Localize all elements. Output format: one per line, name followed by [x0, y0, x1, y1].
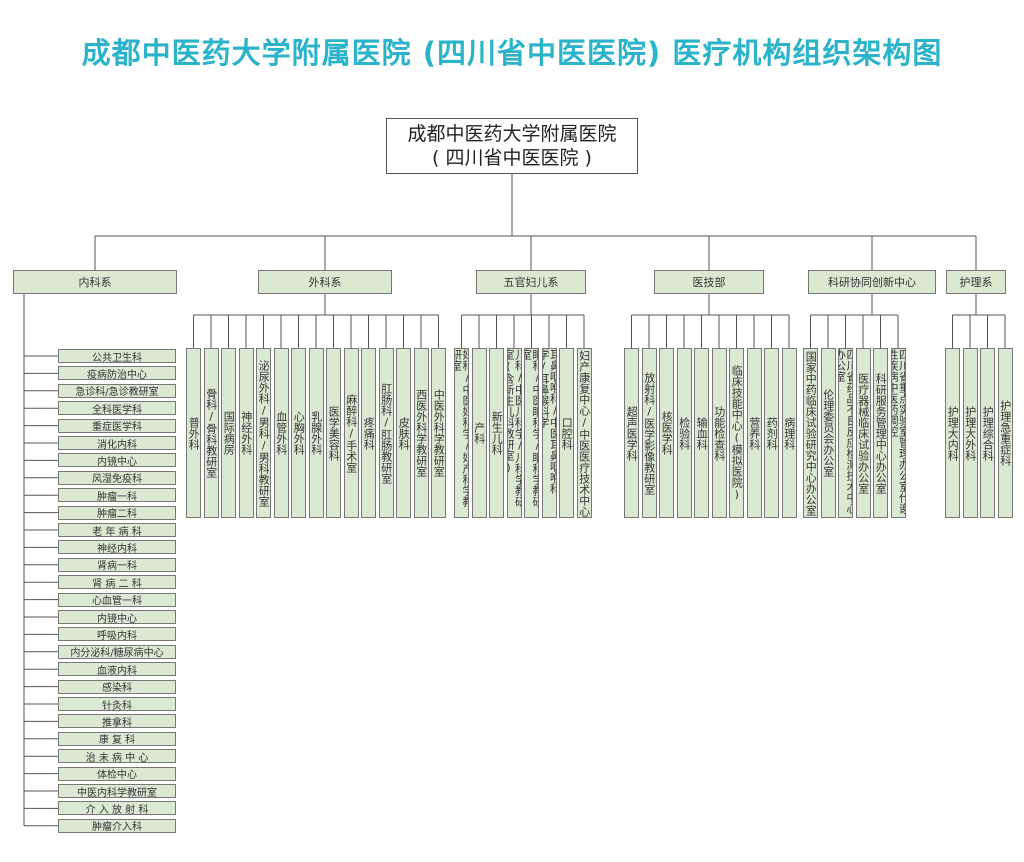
unit-box: 推拿科 — [58, 714, 176, 729]
unit-box: 产科 — [471, 348, 487, 518]
dept-box: 科研协同创新中心 — [808, 270, 936, 294]
unit-box: 心血管一科 — [58, 592, 176, 607]
unit-box: 皮肤科 — [396, 348, 411, 518]
unit-box: 血管外科 — [273, 348, 289, 518]
unit-box: 消化内科 — [58, 436, 176, 451]
unit-box: 西医外科学教研室 — [413, 348, 429, 518]
unit-box: 超声医学科 — [624, 348, 639, 518]
root-name: 成都中医药大学附属医院 — [407, 123, 617, 145]
unit-box: 治 未 病 中 心 — [58, 749, 176, 764]
unit-box: 神经外科 — [238, 348, 254, 518]
unit-box: 呼吸内科 — [58, 627, 176, 642]
unit-box: 疼痛科 — [361, 348, 376, 518]
unit-box: 核医学科 — [659, 348, 674, 518]
unit-box: 医学美容科 — [326, 348, 341, 518]
unit-box: 肾病一科 — [58, 557, 176, 572]
unit-box: 肿瘤二科 — [58, 505, 176, 520]
unit-box: 口腔科 — [559, 348, 574, 518]
unit-box: 耳鼻咽喉科/中医耳鼻咽喉科学/耳鼻喉科学 — [541, 348, 557, 518]
dept-box: 护理系 — [946, 270, 1006, 294]
dept-box: 五官妇儿系 — [476, 270, 586, 294]
unit-box: 妇科/中医妇科学/妇产科学教研室 — [454, 348, 469, 518]
unit-box: 普外科 — [186, 348, 201, 518]
dept-box: 医技部 — [654, 270, 764, 294]
unit-box: 放射科/医学影像教研室 — [641, 348, 657, 518]
unit-box: 疫病防治中心 — [58, 366, 176, 381]
unit-box: 急诊科/急诊教研室 — [58, 383, 176, 398]
unit-box: 病理科 — [781, 348, 797, 518]
dept-box: 外科系 — [258, 270, 392, 294]
unit-box: 妇产康复中心/中医医疗技术中心 — [576, 348, 592, 518]
unit-box: 肿瘤介入科 — [58, 818, 176, 833]
unit-box: 医疗器械临床试验办公室 — [855, 348, 871, 518]
unit-box: 输血科 — [694, 348, 709, 518]
unit-box: 护理大外科 — [962, 348, 978, 518]
unit-box: 肿瘤一科 — [58, 488, 176, 503]
unit-box: 科研服务管理中心办公室 — [873, 348, 888, 518]
unit-box: 针灸科 — [58, 697, 176, 712]
unit-box: 护理急重症科 — [997, 348, 1013, 518]
unit-box: 体检中心 — [58, 766, 176, 781]
unit-box: 四川省药品不良反应检测技术中心办公室 — [838, 348, 853, 518]
unit-box: 全科医学科 — [58, 401, 176, 416]
unit-box: 检验科 — [676, 348, 692, 518]
unit-box: 肾 病 二 科 — [58, 575, 176, 590]
unit-box: 内分泌科/糖尿病中心 — [58, 644, 176, 659]
unit-box: 护理综合科 — [980, 348, 995, 518]
root-node: 成都中医药大学附属医院 ( 四川省中医医院 ) — [386, 118, 638, 174]
unit-box: 护理大内科 — [945, 348, 960, 518]
unit-box: 肛肠科/肛肠教研室 — [378, 348, 394, 518]
root-subname: ( 四川省中医医院 ) — [432, 147, 592, 169]
unit-box: 中医外科学教研室 — [431, 348, 446, 518]
unit-box: 神经内科 — [58, 540, 176, 555]
unit-box: 新生儿科 — [489, 348, 504, 518]
unit-box: 中医内科学教研室 — [58, 784, 176, 799]
unit-box: 介 入 放 射 科 — [58, 801, 176, 816]
unit-box: 内镜中心 — [58, 453, 176, 468]
unit-box: 骨科/骨科教研室 — [203, 348, 219, 518]
unit-box: 泌尿外科/男科/男科教研室 — [256, 348, 271, 518]
unit-box: 儿科/中医儿科学/儿科学教研室(含新生儿科教研室) — [506, 348, 522, 518]
unit-box: 麻醉科/手术室 — [343, 348, 359, 518]
unit-box: 眼科/中医眼科学/眼科学教研室 — [524, 348, 539, 518]
unit-box: 心胸外科 — [291, 348, 306, 518]
chart-title: 成都中医药大学附属医院 (四川省中医医院) 医疗机构组织架构图 — [81, 36, 943, 70]
unit-box: 国际病房 — [221, 348, 236, 518]
unit-box: 风湿免疫科 — [58, 470, 176, 485]
unit-box: 老 年 病 科 — [58, 523, 176, 538]
unit-box: 乳腺外科 — [308, 348, 324, 518]
unit-box: 临床技能中心(模拟医院) — [729, 348, 744, 518]
unit-box: 康 复 科 — [58, 731, 176, 746]
unit-box: 感染科 — [58, 679, 176, 694]
unit-box: 四川省重点实验室管理办公室代谢性疾病中医药调控 — [890, 348, 906, 518]
unit-box: 血液内科 — [58, 662, 176, 677]
unit-box: 内镜中心 — [58, 610, 176, 625]
unit-box: 功能检查科 — [711, 348, 727, 518]
unit-box: 重症医学科 — [58, 418, 176, 433]
unit-box: 伦理委员会办公室 — [820, 348, 836, 518]
dept-box: 内科系 — [13, 270, 177, 294]
unit-box: 营养科 — [746, 348, 762, 518]
unit-box: 国家中药临床试验研究中心办公室 — [803, 348, 818, 518]
unit-box: 公共卫生科 — [58, 349, 176, 364]
unit-box: 药剂科 — [764, 348, 779, 518]
